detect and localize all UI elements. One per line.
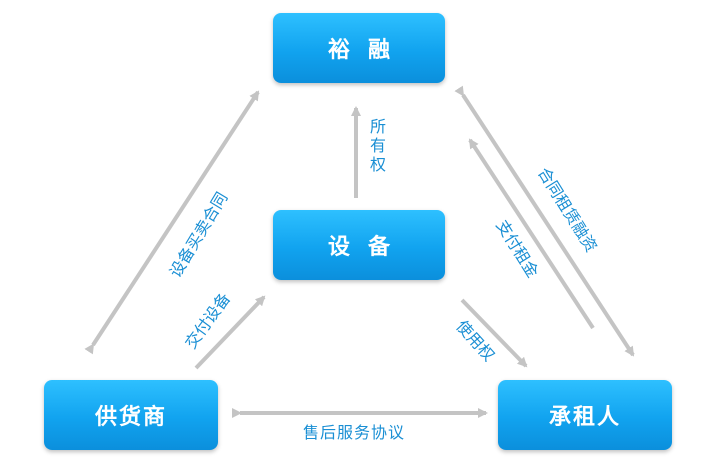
arrow-leasing-contract — [454, 85, 635, 357]
node-yurong: 裕融 — [273, 13, 445, 83]
node-shebei: 设备 — [273, 210, 445, 280]
arrow-deliver-equipment — [194, 295, 266, 370]
label-ownership: 所有权 — [367, 118, 386, 175]
arrow-sales-contract — [84, 90, 260, 355]
arrow-right-of-use — [460, 298, 528, 368]
arrow-pay-rent — [468, 138, 595, 330]
node-gonghuoshang: 供货商 — [44, 380, 218, 450]
label-after-sales-agreement: 售后服务协议 — [303, 423, 406, 442]
node-chengzuren: 承租人 — [498, 380, 672, 450]
